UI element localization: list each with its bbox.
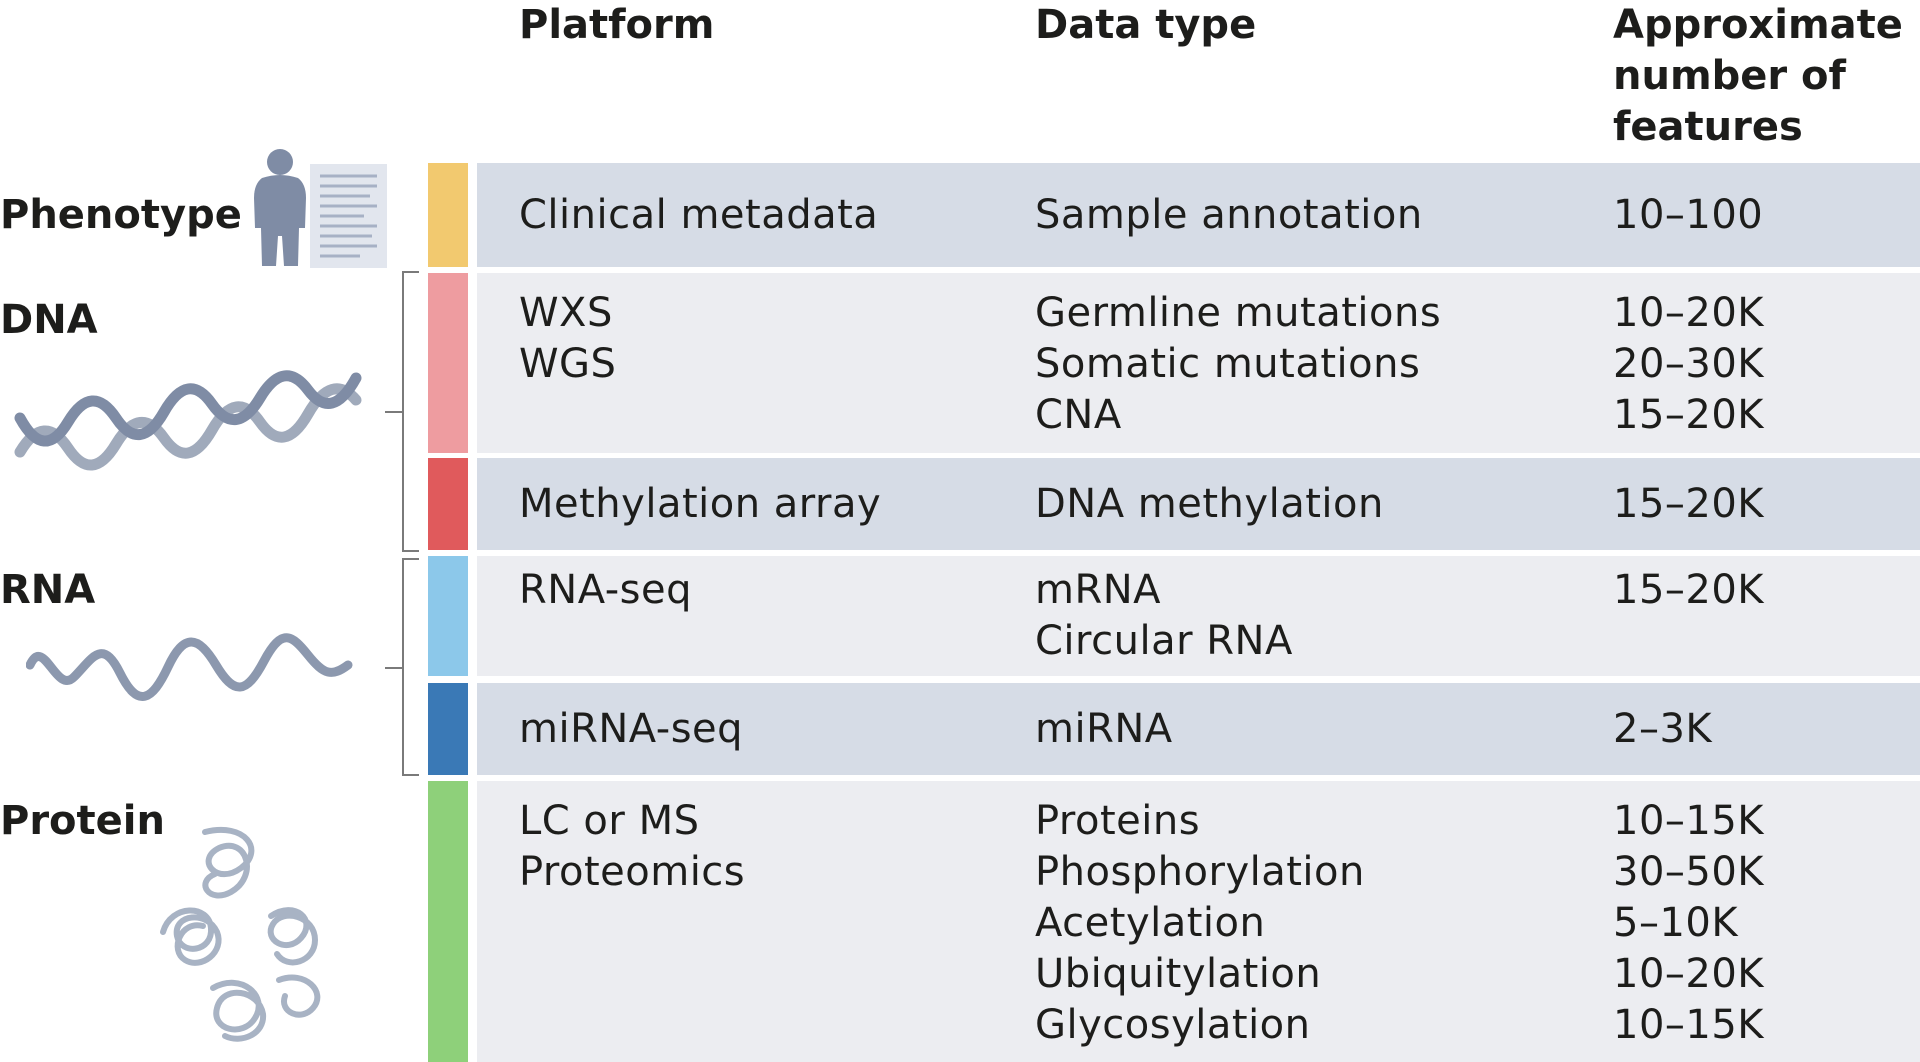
header-features: Approximate number of features (1613, 2, 1903, 150)
platform-cell: LC or MS Proteomics (519, 796, 745, 898)
data-type-line: Germline mutations (1035, 290, 1442, 336)
data-type-line: Proteins (1035, 798, 1201, 844)
platform-cell: miRNA-seq (519, 704, 743, 755)
features-cell: 10–15K 30–50K 5–10K 10–20K 10–15K (1613, 796, 1764, 1051)
data-type-line: mRNA (1035, 567, 1162, 613)
row-band-clinical (477, 163, 1920, 267)
data-type-cell: miRNA (1035, 704, 1173, 755)
platform-cell: Clinical metadata (519, 190, 878, 241)
features-cell: 2–3K (1613, 704, 1712, 755)
features-line: 10–15K (1613, 1002, 1765, 1048)
data-type-cell: DNA methylation (1035, 479, 1384, 530)
row-band-methylation (477, 458, 1920, 550)
data-type-cell: mRNA Circular RNA (1035, 565, 1293, 667)
color-bar-proteomics (428, 781, 468, 1062)
data-type-line: Acetylation (1035, 900, 1266, 946)
data-type-line: Glycosylation (1035, 1002, 1311, 1048)
features-line: 2–3K (1613, 706, 1713, 752)
features-line: 10–15K (1613, 798, 1765, 844)
color-bar-mirna-seq (428, 683, 468, 775)
platform-line: WXS (519, 290, 613, 336)
header-platform: Platform (519, 2, 715, 48)
features-cell: 10–100 (1613, 190, 1763, 241)
features-line: 10–20K (1613, 951, 1765, 997)
data-type-line: Somatic mutations (1035, 341, 1421, 387)
platform-line: Clinical metadata (519, 192, 879, 238)
platform-line: miRNA-seq (519, 706, 744, 752)
platform-line: Proteomics (519, 849, 746, 895)
data-type-line: Circular RNA (1035, 618, 1293, 664)
platform-line: RNA-seq (519, 567, 692, 613)
features-cell: 15–20K (1613, 479, 1764, 530)
color-bar-rna-seq (428, 556, 468, 676)
platform-cell: Methylation array (519, 479, 881, 530)
dna-bracket (385, 271, 419, 552)
platform-line: LC or MS (519, 798, 700, 844)
data-type-cell: Proteins Phosphorylation Acetylation Ubi… (1035, 796, 1365, 1051)
data-type-line: miRNA (1035, 706, 1173, 752)
data-type-line: Sample annotation (1035, 192, 1423, 238)
category-protein: Protein (0, 798, 165, 844)
features-line: 15–20K (1613, 481, 1765, 527)
features-line: 15–20K (1613, 392, 1765, 438)
row-band-rna-seq (477, 556, 1920, 676)
features-cell: 15–20K (1613, 565, 1764, 616)
platform-line: WGS (519, 341, 617, 387)
category-rna: RNA (0, 567, 96, 613)
category-phenotype: Phenotype (0, 192, 242, 238)
features-line: 10–100 (1613, 192, 1764, 238)
person-document-icon (254, 149, 387, 268)
data-type-cell: Germline mutations Somatic mutations CNA (1035, 288, 1441, 441)
row-band-mirna-seq (477, 683, 1920, 775)
color-bar-wxs-wgs (428, 273, 468, 453)
category-dna: DNA (0, 297, 98, 343)
features-line: 10–20K (1613, 290, 1765, 336)
features-line: 20–30K (1613, 341, 1765, 387)
features-line: 30–50K (1613, 849, 1765, 895)
rna-strand-icon (26, 633, 353, 701)
platform-line: Methylation array (519, 481, 882, 527)
data-type-line: CNA (1035, 392, 1122, 438)
row-band-proteomics (477, 781, 1920, 1062)
data-type-line: Ubiquitylation (1035, 951, 1322, 997)
platform-cell: RNA-seq (519, 565, 692, 616)
data-type-line: Phosphorylation (1035, 849, 1365, 895)
features-line: 5–10K (1613, 900, 1739, 946)
header-data-type: Data type (1035, 2, 1257, 48)
dna-double-helix-icon (14, 370, 362, 471)
features-line: 15–20K (1613, 567, 1765, 613)
data-type-line: DNA methylation (1035, 481, 1384, 527)
row-band-wxs-wgs (477, 273, 1920, 453)
protein-coil-icon (160, 827, 321, 1042)
rna-bracket (385, 558, 419, 776)
color-bar-clinical (428, 163, 468, 267)
platform-cell: WXS WGS (519, 288, 616, 390)
color-bar-methylation (428, 458, 468, 550)
features-cell: 10–20K 20–30K 15–20K (1613, 288, 1764, 441)
data-type-cell: Sample annotation (1035, 190, 1423, 241)
